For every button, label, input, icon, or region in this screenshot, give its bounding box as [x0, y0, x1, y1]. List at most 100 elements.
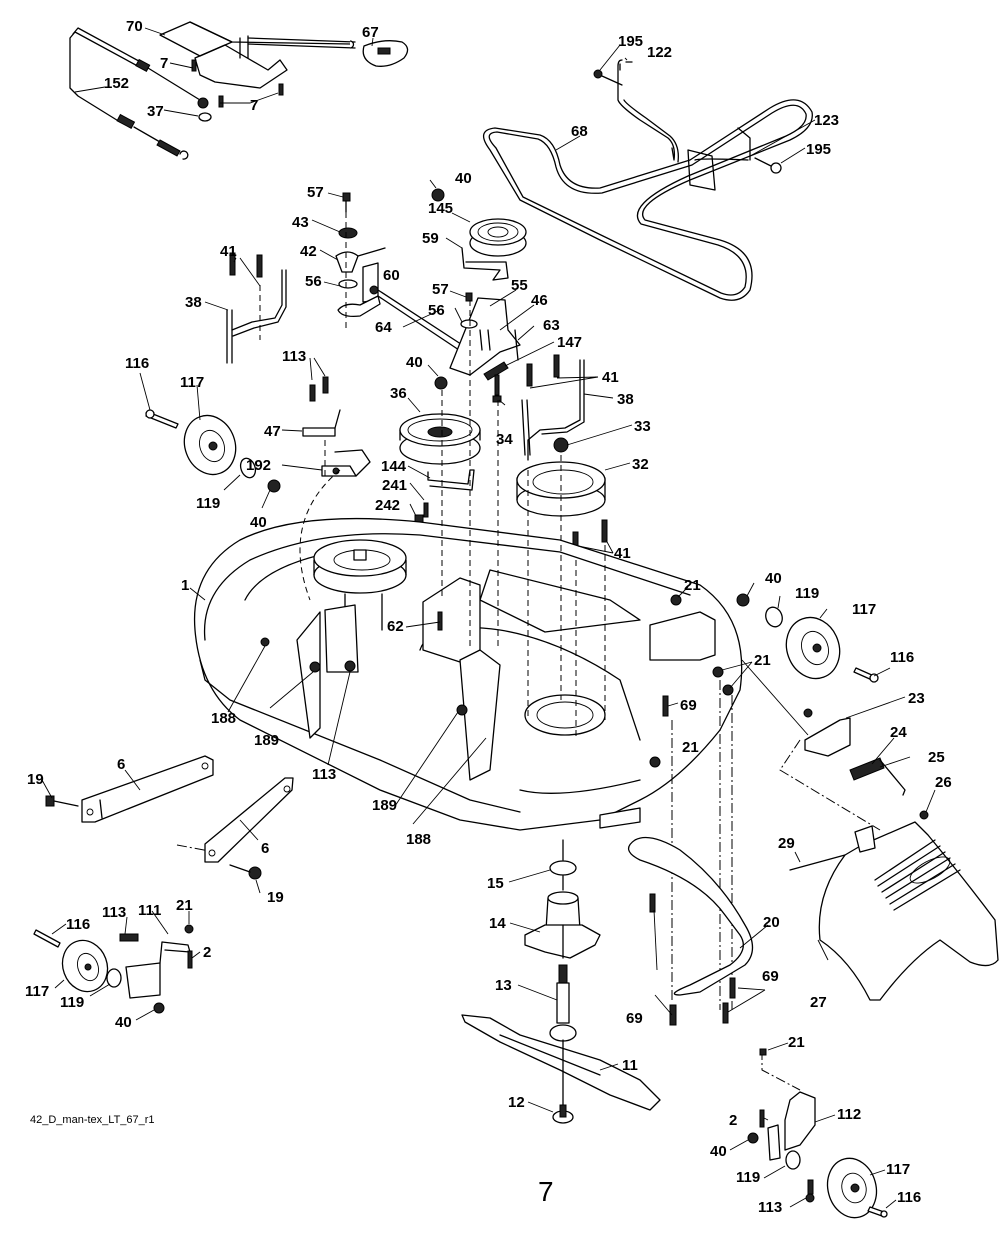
part-2-bolt-ll	[187, 950, 193, 969]
left-deck-brackets	[260, 604, 359, 739]
part-241-bolt	[423, 502, 429, 518]
part-122-belt-keeper	[617, 59, 679, 163]
part-119-washer-lr	[785, 1150, 801, 1170]
callout-32: 32	[632, 456, 649, 473]
part-19-bolt-upper	[45, 795, 79, 807]
part-195-screws	[593, 69, 782, 174]
part-47-plate	[302, 409, 341, 437]
callout-192: 192	[246, 457, 271, 474]
callout-36: 36	[390, 385, 407, 402]
callout-116: 116	[897, 1189, 921, 1206]
cable-assembly	[69, 27, 209, 160]
callout-21: 21	[682, 739, 699, 756]
callout-25: 25	[928, 749, 945, 766]
callout-57: 57	[432, 281, 449, 298]
part-119-washer-rw	[765, 606, 783, 628]
callout-112: 112	[837, 1106, 861, 1123]
callout-69: 69	[626, 1010, 643, 1027]
callout-47: 47	[264, 423, 281, 440]
callout-38: 38	[617, 391, 634, 408]
part-12-blade-bolt	[552, 1039, 574, 1124]
callout-68: 68	[571, 123, 588, 140]
callout-41: 41	[220, 243, 237, 260]
left-idler-bracket	[335, 192, 471, 357]
callout-46: 46	[531, 292, 548, 309]
part-147-spring	[483, 361, 509, 381]
callout-117: 117	[25, 983, 49, 1000]
callout-145: 145	[428, 200, 453, 217]
callout-62: 62	[387, 618, 404, 635]
callout-123: 123	[814, 112, 839, 129]
part-34-bolt	[492, 374, 502, 403]
callout-12: 12	[508, 1094, 525, 1111]
part-38-rod-left	[226, 269, 287, 364]
callout-70: 70	[126, 18, 143, 35]
callout-40: 40	[250, 514, 267, 531]
callout-113: 113	[312, 766, 336, 783]
part-112-bracket	[767, 1091, 816, 1161]
lift-bracket-assembly	[159, 21, 356, 89]
callout-1: 1	[181, 577, 189, 594]
part-29-pin	[789, 854, 846, 871]
callout-26: 26	[935, 774, 952, 791]
part-113-bolt-ll	[119, 933, 139, 942]
callout-189: 189	[372, 797, 397, 814]
part-21-nut-ll	[184, 924, 194, 934]
callout-33: 33	[634, 418, 651, 435]
part-27-discharge-chute	[818, 821, 999, 1001]
callout-188: 188	[211, 710, 236, 727]
callout-188: 188	[406, 831, 431, 848]
part-26-nut	[919, 810, 929, 820]
callout-20: 20	[763, 914, 780, 931]
part-113-bolts	[309, 376, 329, 402]
callout-60: 60	[383, 267, 400, 284]
part-23-bracket	[803, 708, 851, 757]
callout-242: 242	[375, 497, 400, 514]
part-111-bracket	[125, 941, 191, 999]
part-6-lift-arm-upper	[81, 755, 214, 823]
callout-24: 24	[890, 724, 907, 741]
callout-116: 116	[125, 355, 149, 372]
callout-67: 67	[362, 24, 379, 41]
callout-21: 21	[176, 897, 193, 914]
part-59-bracket	[461, 247, 509, 281]
callout-56: 56	[428, 302, 445, 319]
callout-63: 63	[543, 317, 560, 334]
part-36-pulley	[399, 413, 481, 465]
callout-241: 241	[382, 477, 407, 494]
part-21-nut-lr	[759, 1048, 767, 1056]
callout-14: 14	[489, 915, 506, 932]
part-119-washer	[239, 457, 257, 479]
callout-116: 116	[890, 649, 914, 666]
callout-2: 2	[729, 1112, 737, 1129]
part-117-wheel-lr	[826, 1157, 878, 1219]
part-19-bolt-lower	[229, 864, 262, 880]
callout-113: 113	[758, 1199, 782, 1216]
callout-147: 147	[557, 334, 582, 351]
callout-23: 23	[908, 690, 925, 707]
callout-2: 2	[203, 944, 211, 961]
callout-119: 119	[795, 585, 819, 602]
idler-arm-plate	[449, 292, 521, 376]
part-145-idler-pulley	[469, 218, 527, 257]
part-13-spindle-shaft	[549, 964, 577, 1042]
callout-37: 37	[147, 103, 164, 120]
part-113-bolt-lr	[805, 1179, 815, 1203]
callout-21: 21	[684, 577, 701, 594]
part-40-nut-rw	[736, 593, 750, 607]
callout-117: 117	[886, 1161, 910, 1178]
page-number: 7	[538, 1176, 554, 1207]
callout-43: 43	[292, 214, 309, 231]
part-40-nut-ll	[153, 1002, 165, 1014]
part-40-nut	[434, 376, 448, 390]
part-33-nut	[553, 437, 569, 453]
callout-119: 119	[60, 994, 84, 1011]
part-192-bracket	[321, 449, 371, 477]
callout-119: 119	[196, 495, 220, 512]
callout-69: 69	[762, 968, 779, 985]
part-7-bolts	[191, 59, 284, 108]
callout-122: 122	[647, 44, 672, 61]
callout-6: 6	[261, 840, 269, 857]
callout-19: 19	[27, 771, 44, 788]
